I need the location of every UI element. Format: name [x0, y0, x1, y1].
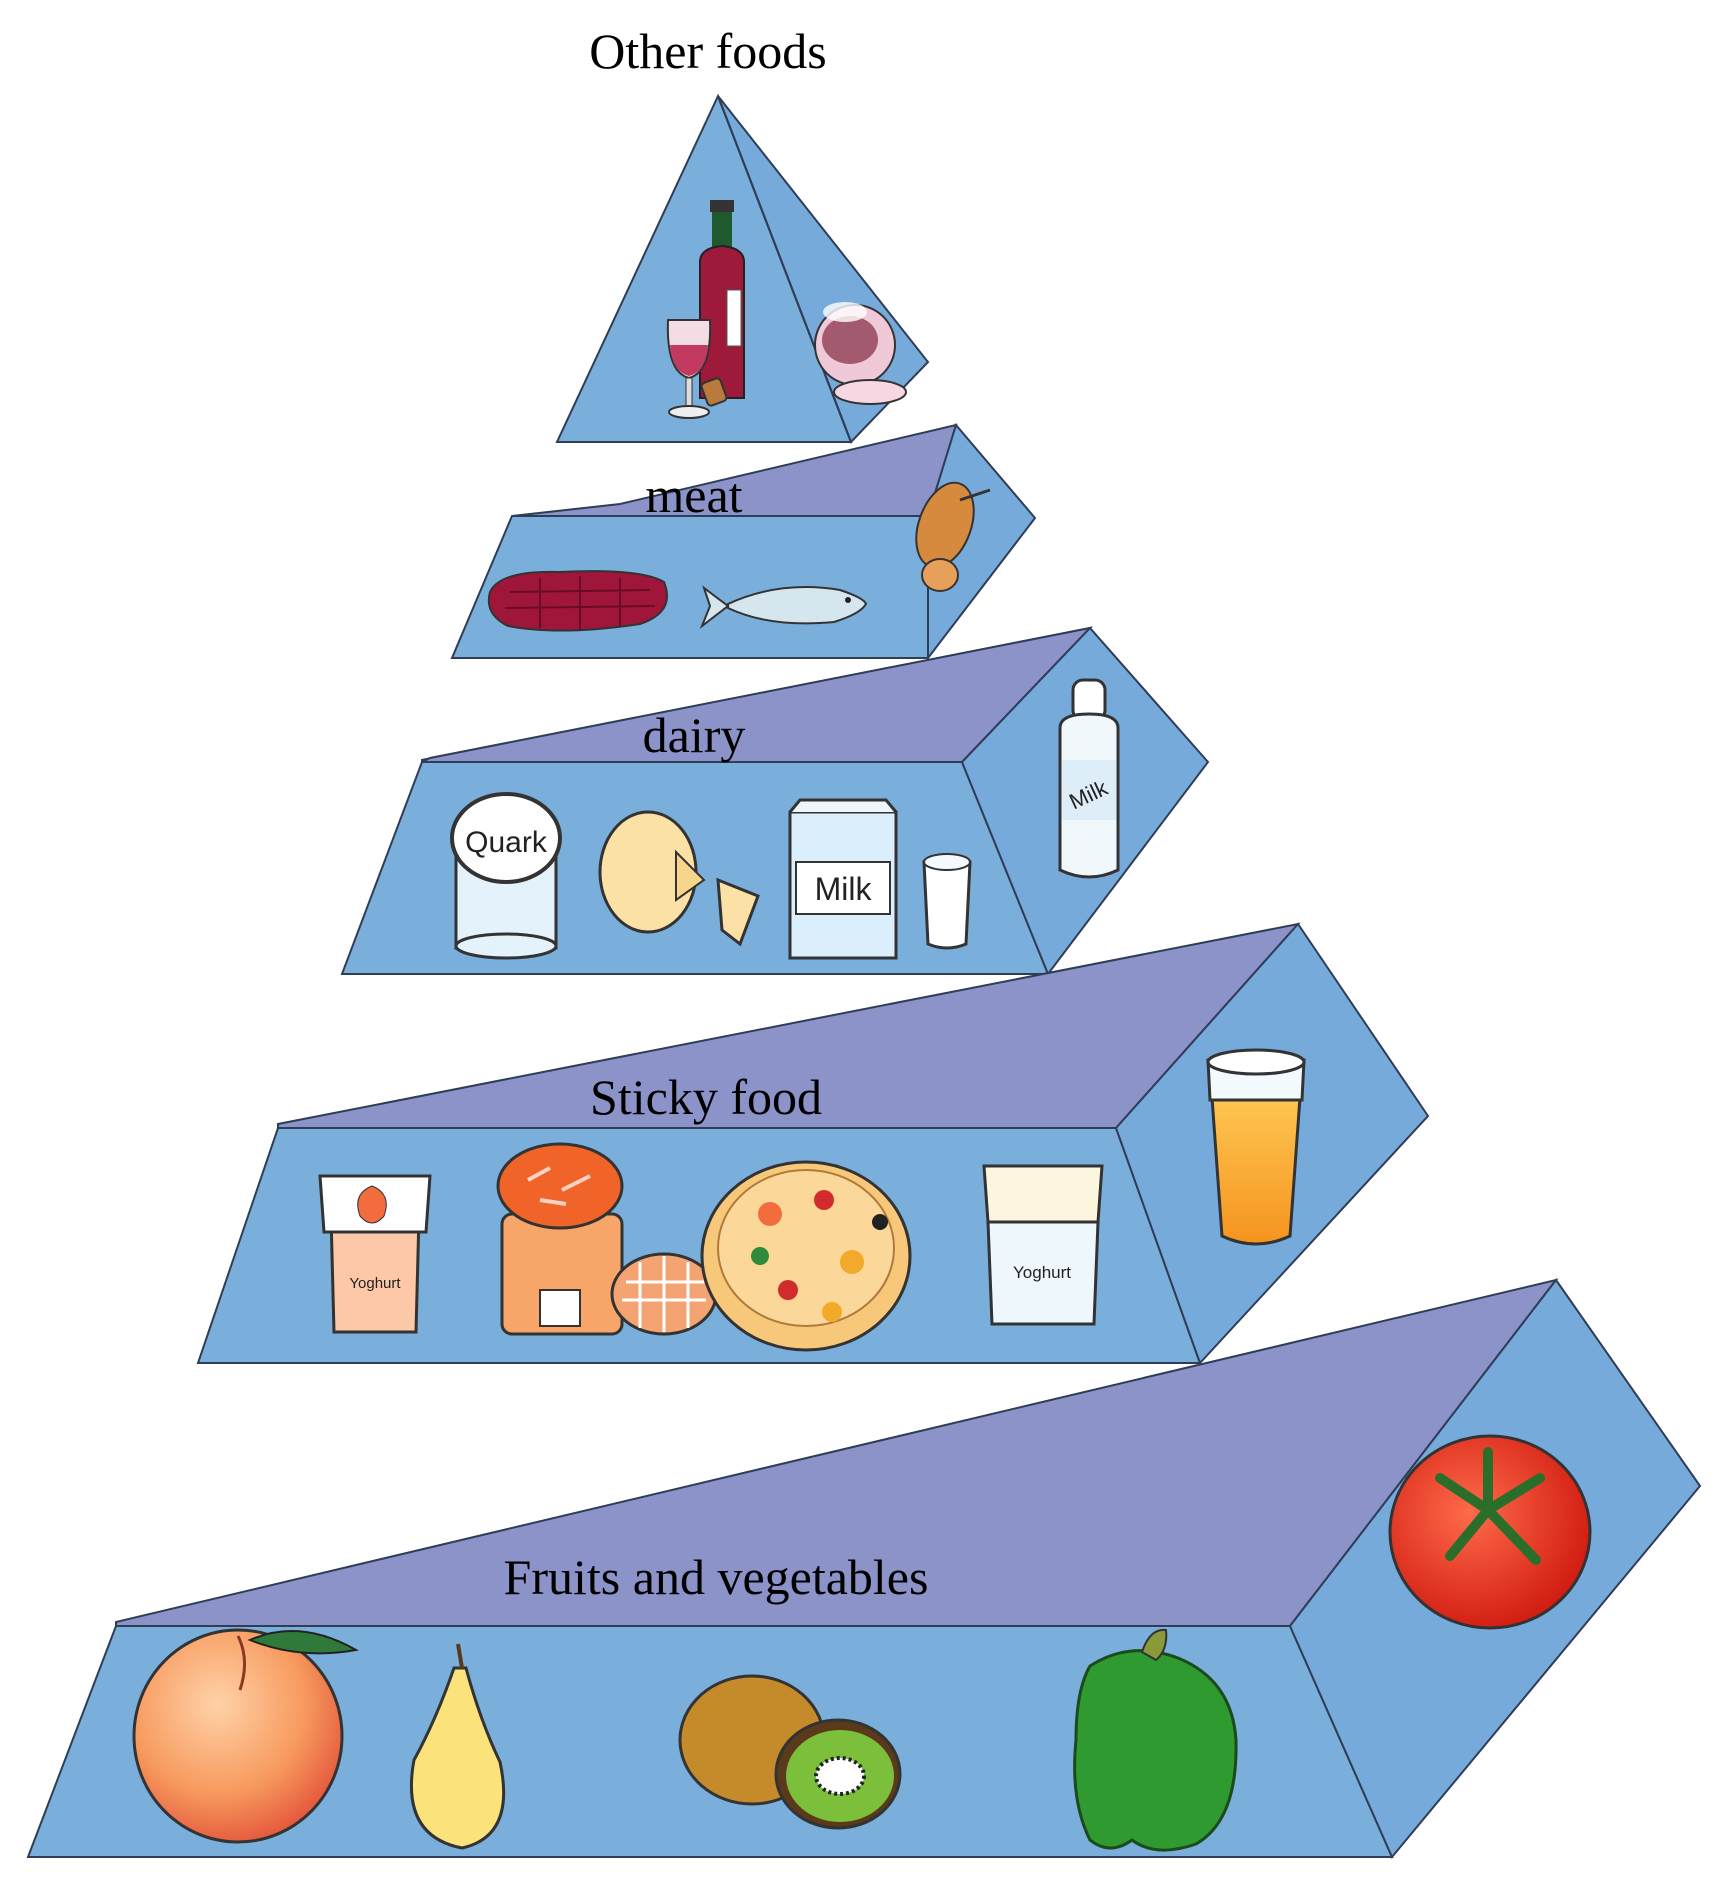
tier-label-meat: meat: [645, 467, 742, 523]
milk-bottle-icon: Milk: [1058, 678, 1120, 879]
yoghurt-cup-icon: Yoghurt: [982, 1164, 1104, 1326]
cheese-icon: [598, 810, 760, 947]
strawberry-yoghurt-icon: Yoghurt: [318, 1174, 432, 1334]
tier-other-foods: Other foods: [555, 23, 930, 444]
pizza-icon: [700, 1160, 912, 1352]
milk-carton-label: Milk: [815, 871, 873, 907]
orange-juice-glass-icon: [1206, 1048, 1306, 1246]
yoghurt-cup-label: Yoghurt: [1013, 1263, 1071, 1282]
tier-meat: meat: [450, 422, 1037, 661]
milk-glass-icon: [922, 853, 972, 950]
strawberry-yoghurt-label: Yoghurt: [349, 1275, 401, 1292]
tier-sticky-food: Sticky food Yoghurt: [196, 922, 1430, 1365]
milk-carton-icon: Milk: [788, 798, 898, 960]
peach-icon: [132, 1628, 359, 1844]
quark-tub-icon: Quark: [450, 792, 562, 960]
green-pepper-icon: [1073, 1628, 1238, 1852]
tomato-icon: [1388, 1434, 1592, 1630]
quark-label: Quark: [465, 826, 548, 859]
tier-other-foods-edge: [717, 95, 852, 443]
steak-icon: [487, 570, 668, 632]
jam-jar-icon: [496, 1142, 624, 1336]
pear-icon: [409, 1643, 506, 1850]
tier-label-other-foods: Other foods: [589, 23, 826, 79]
roast-chicken-icon: [915, 481, 991, 592]
wine-bottle-icon: [699, 200, 745, 399]
fish-icon: [699, 585, 868, 630]
tier-label-sticky-food: Sticky food: [590, 1069, 822, 1125]
tier-label-fruits-vegetables: Fruits and vegetables: [504, 1549, 929, 1605]
tea-cup-icon: [814, 302, 907, 405]
tier-label-dairy: dairy: [643, 707, 746, 763]
kiwi-icon: [678, 1674, 902, 1830]
tier-fruits-vegetables: Fruits and vegetables: [26, 1278, 1702, 1859]
wine-glass-icon: [666, 319, 712, 419]
cork-icon: [700, 377, 728, 407]
tier-dairy: dairy Quark Milk: [340, 626, 1210, 977]
jam-lid-icon: [610, 1252, 718, 1336]
